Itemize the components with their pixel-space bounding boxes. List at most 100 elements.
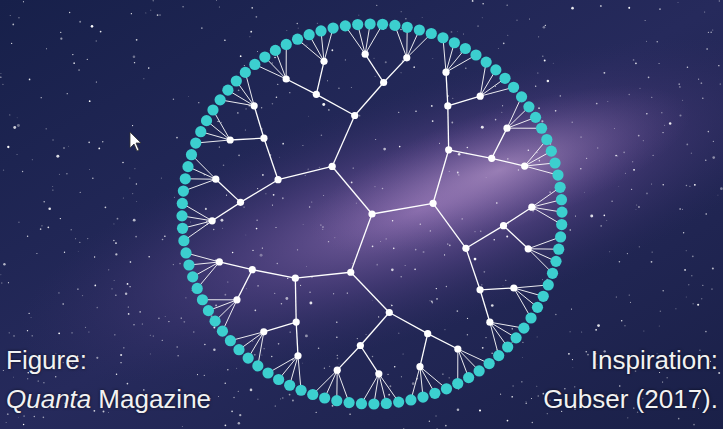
star bbox=[272, 62, 274, 64]
star bbox=[651, 261, 653, 263]
tree-edge bbox=[219, 262, 252, 270]
star bbox=[108, 269, 109, 270]
star bbox=[3, 263, 5, 265]
star bbox=[628, 7, 630, 9]
star bbox=[60, 38, 62, 40]
tree-edge bbox=[480, 290, 490, 322]
credit-label: Magazine bbox=[98, 384, 211, 414]
boundary-dot bbox=[183, 259, 194, 270]
star bbox=[635, 208, 637, 210]
boundary-dot bbox=[474, 365, 485, 376]
star bbox=[177, 355, 179, 357]
star bbox=[114, 334, 115, 335]
star bbox=[296, 23, 298, 25]
tree-vertex bbox=[510, 284, 517, 291]
tree-vertex bbox=[237, 199, 244, 206]
star bbox=[358, 14, 360, 16]
star bbox=[150, 9, 152, 11]
boundary-dot bbox=[304, 29, 315, 40]
star bbox=[389, 385, 391, 387]
star bbox=[128, 306, 129, 307]
star bbox=[143, 78, 144, 79]
tree-vertex bbox=[416, 363, 423, 370]
star bbox=[232, 252, 233, 253]
boundary-dot bbox=[393, 397, 404, 408]
boundary-dot bbox=[243, 352, 254, 363]
star bbox=[23, 415, 24, 416]
star bbox=[621, 320, 622, 321]
star bbox=[627, 253, 628, 254]
star bbox=[71, 229, 72, 230]
star bbox=[102, 141, 103, 142]
tree-vertex bbox=[274, 176, 281, 183]
star bbox=[96, 82, 97, 83]
star bbox=[82, 295, 83, 296]
star bbox=[388, 394, 390, 396]
tree-vertex bbox=[329, 163, 336, 170]
star bbox=[587, 354, 589, 356]
star bbox=[18, 417, 20, 419]
star bbox=[446, 286, 447, 287]
star bbox=[257, 285, 259, 287]
star bbox=[378, 316, 379, 317]
star bbox=[226, 195, 227, 196]
star bbox=[705, 213, 706, 214]
star bbox=[77, 250, 79, 252]
star bbox=[497, 48, 499, 50]
star bbox=[660, 310, 662, 312]
star bbox=[560, 95, 561, 96]
star bbox=[542, 279, 544, 281]
star bbox=[359, 115, 361, 117]
star bbox=[659, 8, 661, 10]
star bbox=[85, 327, 86, 328]
star bbox=[17, 154, 18, 155]
boundary-dot bbox=[307, 389, 318, 400]
caption-line: Gubser (2017). bbox=[543, 384, 718, 414]
star bbox=[122, 162, 124, 164]
star bbox=[692, 255, 694, 257]
star bbox=[633, 169, 635, 171]
star bbox=[23, 424, 24, 425]
star bbox=[457, 172, 459, 174]
star bbox=[305, 266, 307, 268]
star bbox=[521, 381, 522, 382]
star bbox=[47, 226, 49, 228]
star bbox=[507, 420, 509, 422]
star bbox=[8, 282, 9, 283]
star bbox=[532, 422, 533, 423]
star bbox=[115, 253, 117, 255]
star bbox=[678, 418, 680, 420]
boundary-dot bbox=[414, 24, 425, 35]
star bbox=[507, 34, 509, 36]
tree-edge bbox=[264, 322, 296, 332]
boundary-dot bbox=[377, 19, 388, 30]
star bbox=[675, 308, 676, 309]
star bbox=[55, 376, 57, 378]
star bbox=[545, 25, 546, 26]
star bbox=[632, 161, 633, 162]
star bbox=[449, 171, 450, 172]
star bbox=[289, 92, 290, 93]
star bbox=[595, 329, 597, 331]
star bbox=[136, 39, 138, 41]
star bbox=[720, 83, 721, 84]
star bbox=[148, 67, 150, 69]
star bbox=[185, 297, 186, 298]
star bbox=[686, 144, 688, 146]
star bbox=[168, 321, 169, 322]
boundary-dot bbox=[340, 20, 351, 31]
tree-vertex bbox=[362, 51, 369, 58]
star bbox=[719, 0, 720, 1]
boundary-dot bbox=[493, 350, 504, 361]
star bbox=[481, 284, 482, 285]
tree-edge bbox=[503, 226, 528, 249]
star bbox=[115, 295, 116, 296]
tree-edge bbox=[503, 207, 531, 225]
tree-edge bbox=[433, 150, 449, 203]
boundary-dot bbox=[186, 149, 197, 160]
star bbox=[338, 363, 340, 365]
tree-edge bbox=[466, 248, 480, 290]
star bbox=[507, 158, 509, 160]
star bbox=[282, 197, 284, 199]
star bbox=[88, 331, 90, 333]
